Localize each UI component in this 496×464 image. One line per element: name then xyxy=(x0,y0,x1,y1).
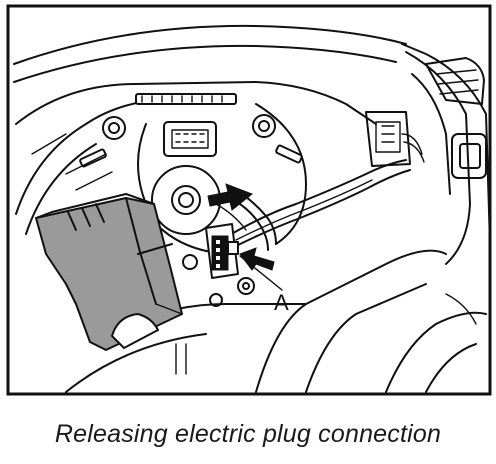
technical-illustration: A xyxy=(6,4,492,396)
release-arrow-upper xyxy=(207,183,253,211)
callout-leader-line xyxy=(239,255,283,291)
electric-plug-connector xyxy=(205,223,239,279)
callout-label-a: A xyxy=(274,290,289,315)
airbag-unit xyxy=(35,193,183,351)
release-arrow-lower xyxy=(239,247,275,271)
steering-wheel-housing xyxy=(13,24,487,393)
wiring-harness xyxy=(215,159,411,251)
figure-caption: Releasing electric plug connection xyxy=(54,420,442,448)
right-switch-module xyxy=(365,43,491,265)
